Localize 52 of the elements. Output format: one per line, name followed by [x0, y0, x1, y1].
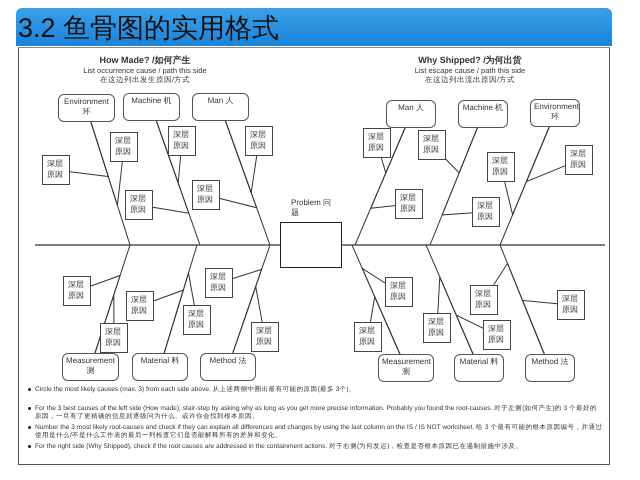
cause-box: 深层原因 [363, 128, 391, 158]
cause-box: 深层原因 [395, 189, 423, 219]
branch-line [370, 294, 400, 354]
cause-box: 深层原因 [487, 152, 515, 182]
branch-line [232, 284, 263, 354]
cause-box: 深层原因 [42, 155, 70, 185]
cause-box: 深层原因 [251, 322, 279, 352]
cause-box: 深层原因 [565, 145, 593, 175]
category-box: Machine 机 [458, 100, 508, 128]
branch-line [156, 120, 182, 184]
branch-line [90, 122, 123, 206]
cause-box: 深层原因 [245, 126, 273, 156]
branch-line [522, 300, 558, 354]
category-box: Environment 环 [58, 94, 115, 122]
cause-box: 深层原因 [183, 305, 211, 335]
branch-line [446, 128, 478, 174]
cause-box: 深层原因 [385, 277, 413, 307]
branch-line [370, 128, 406, 209]
cause-box: 深层原因 [110, 132, 138, 162]
cause-box: 深层原因 [557, 290, 585, 320]
cause-box: 深层原因 [126, 291, 154, 321]
category-box: Material 料 [132, 353, 188, 381]
branch-line [441, 128, 478, 216]
cause-box: 深层原因 [418, 130, 446, 160]
branch-line [525, 126, 566, 183]
cause-box: 深层原因 [483, 320, 511, 350]
category-box: Measurement 测 [62, 353, 119, 381]
problem-heading: Problem 问题 [291, 198, 331, 218]
category-box: Machine 机 [123, 93, 180, 121]
branch-line [225, 120, 258, 194]
category-box: Method 法 [525, 354, 575, 382]
branch-line [455, 314, 484, 354]
title: 3.2 鱼骨图的实用格式 [18, 12, 280, 45]
category-box: Measurement 测 [378, 354, 434, 382]
cause-box: 深层原因 [168, 126, 196, 156]
cause-box: 深层原因 [472, 197, 500, 227]
cause-box: 深层原因 [423, 313, 451, 343]
branch-line [164, 272, 195, 354]
cause-box: 深层原因 [125, 190, 153, 220]
cause-box: 深层原因 [205, 268, 233, 298]
category-box: Environment 环 [530, 99, 580, 127]
category-box: Man 人 [192, 93, 249, 121]
side-heading: How Made? /如何产生 [98, 55, 192, 66]
cause-box: 深层原因 [100, 323, 128, 353]
cause-box: 深层原因 [63, 276, 91, 306]
cause-box: 深层原因 [354, 322, 382, 352]
category-box: Method 法 [200, 353, 256, 381]
category-box: Man 人 [386, 100, 436, 128]
cause-box: 深层原因 [192, 180, 220, 210]
cause-box: 深层原因 [470, 285, 498, 315]
category-box: Material 料 [454, 354, 504, 382]
side-heading: Why Shipped? /为何出货 [417, 55, 523, 66]
